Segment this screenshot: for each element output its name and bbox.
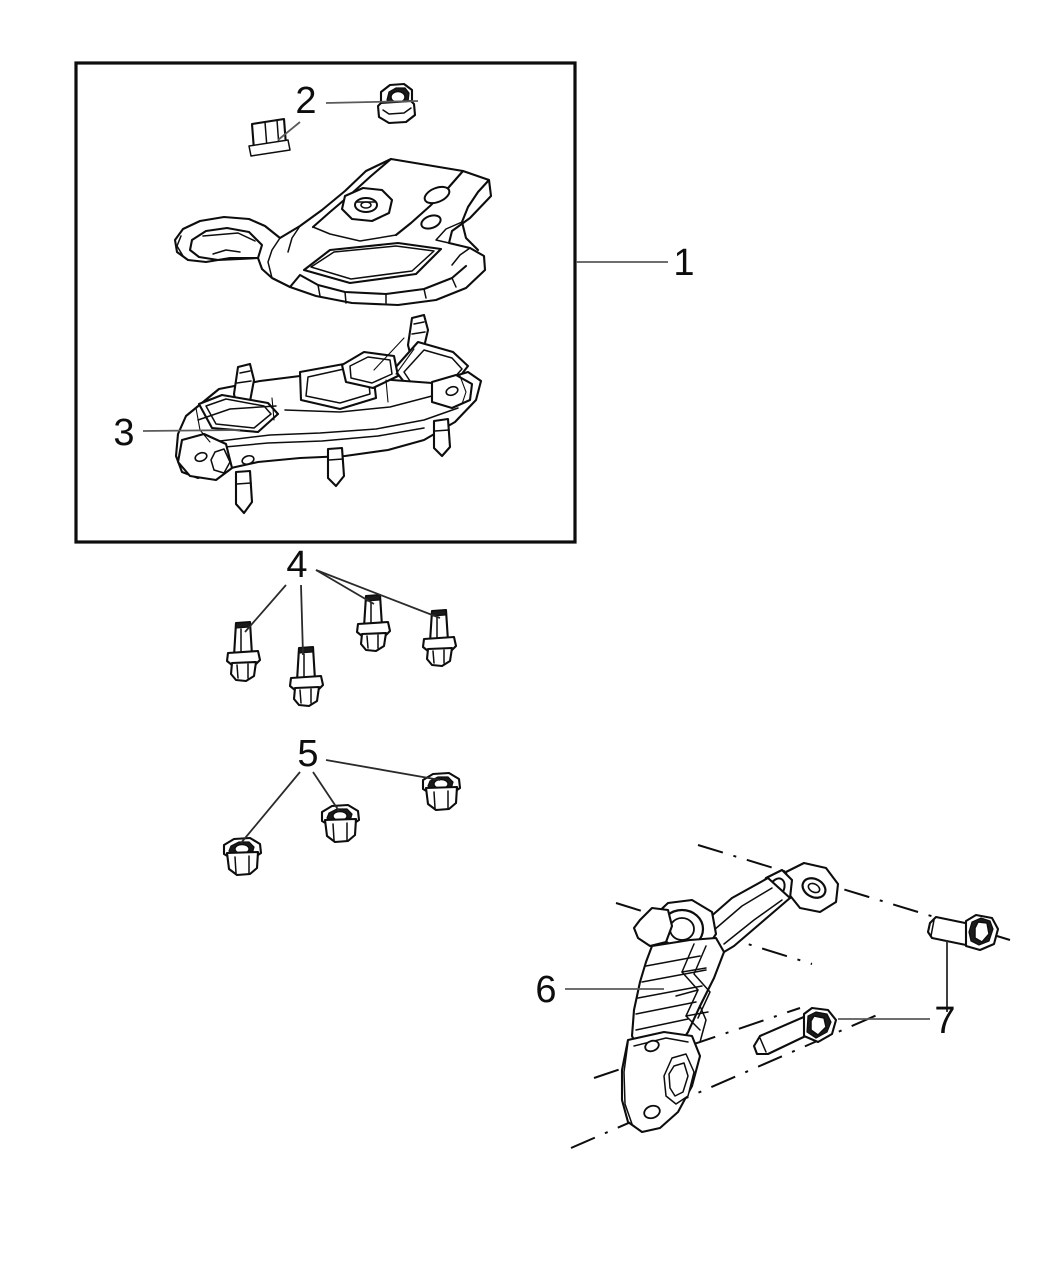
leader-callout-5-a bbox=[240, 771, 301, 844]
callout-label-6: 6 bbox=[535, 969, 556, 1011]
callout-label-7: 7 bbox=[934, 1000, 955, 1042]
centerline-lower-bolt bbox=[570, 1011, 885, 1149]
part-crossmember-bracket bbox=[174, 313, 483, 515]
leader-callout-3 bbox=[142, 429, 241, 432]
leader-callout-4-d bbox=[315, 569, 441, 619]
callout-label-5: 5 bbox=[297, 733, 318, 775]
leader-callout-2-nut bbox=[325, 100, 419, 104]
part-nut-5-a bbox=[222, 836, 263, 877]
part-nut-5-b bbox=[320, 803, 361, 844]
part-bolt-4-c bbox=[355, 593, 392, 653]
part-bolt-4-d bbox=[421, 608, 458, 668]
part-insulator-spacer bbox=[248, 117, 291, 157]
callout-label-3: 3 bbox=[113, 412, 134, 454]
leader-callout-4-a bbox=[244, 584, 287, 633]
assembly-group-box bbox=[74, 61, 577, 544]
leader-callout-4-c bbox=[315, 569, 375, 605]
part-bolt-4-b bbox=[288, 645, 325, 708]
part-bolt-4-a bbox=[225, 620, 262, 683]
part-bolt-7-upper bbox=[926, 913, 1000, 952]
part-flange-nut-item2 bbox=[376, 82, 417, 125]
leader-callout-2-spacer bbox=[277, 121, 301, 141]
leader-callout-4-b bbox=[300, 584, 304, 656]
callout-label-1: 1 bbox=[673, 242, 694, 284]
callout-label-2: 2 bbox=[295, 80, 316, 122]
part-skid-plate bbox=[173, 157, 493, 307]
part-torque-strut-bracket bbox=[620, 861, 840, 1134]
callout-label-4: 4 bbox=[286, 544, 307, 586]
leader-callout-5-b bbox=[312, 771, 340, 812]
leader-callout-5-c bbox=[325, 759, 441, 781]
part-bolt-7-lower bbox=[752, 1006, 838, 1056]
centerline-bracket-foot bbox=[593, 1007, 801, 1079]
part-nut-5-c bbox=[421, 771, 462, 812]
